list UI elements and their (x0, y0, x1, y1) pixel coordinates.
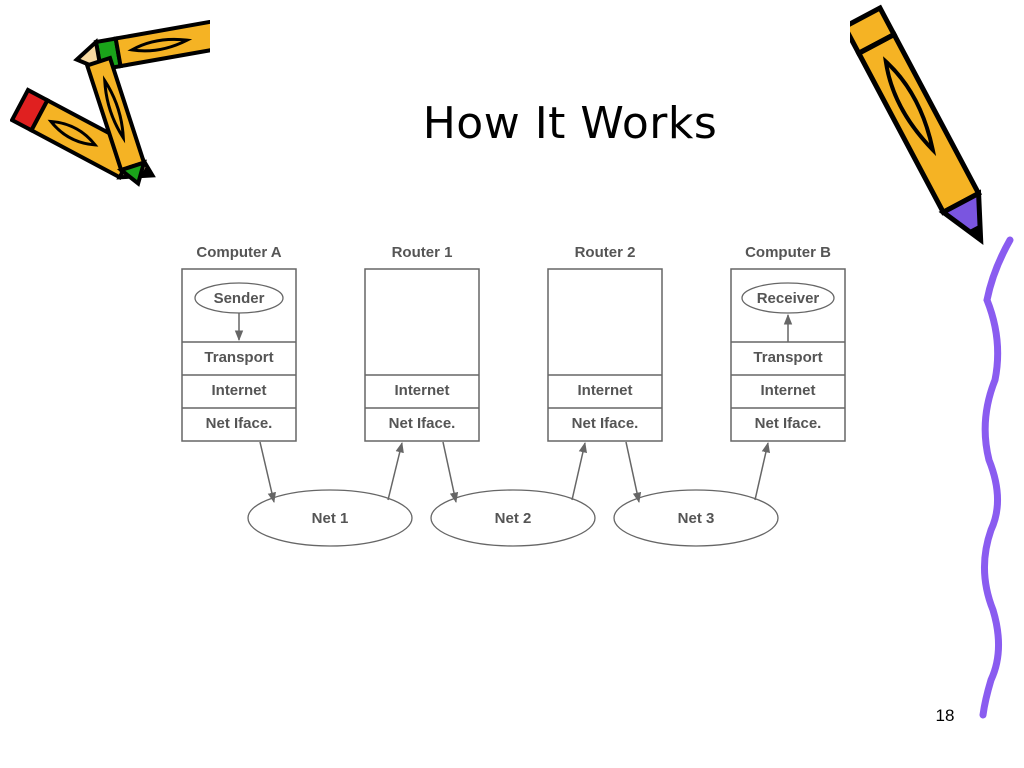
network-ellipse (613, 489, 779, 547)
network-net-3: Net 3 (613, 489, 779, 547)
crossed-pencils-icon (10, 20, 210, 187)
layer-label: Net Iface. (755, 415, 822, 432)
node-computer-a: Computer A Sender Transport Internet Net… (181, 244, 297, 442)
node-title: Router 1 (392, 244, 453, 261)
app-label: Receiver (757, 290, 820, 307)
app-label: Sender (214, 290, 265, 307)
pencil-icon (850, 4, 984, 246)
link-arrow (259, 441, 276, 504)
layer-label: Transport (753, 349, 822, 366)
layer-label: Internet (760, 382, 815, 399)
node-computer-b: Computer B Receiver Transport Internet N… (730, 244, 846, 442)
link-arrow (625, 441, 642, 504)
layer-label: Net Iface. (206, 415, 273, 432)
link-arrow (442, 441, 459, 504)
node-box (364, 268, 480, 442)
network-ellipse (247, 489, 413, 547)
layer-label: Internet (577, 382, 632, 399)
layer-label: Net Iface. (572, 415, 639, 432)
page-number: 18 (935, 706, 955, 725)
network-label: Net 2 (495, 510, 532, 527)
network-net-2: Net 2 (430, 489, 596, 547)
link-arrow (387, 441, 404, 501)
node-router-1: Router 1 Internet Net Iface. (364, 244, 480, 442)
layer-label: Internet (394, 382, 449, 399)
layer-label: Net Iface. (389, 415, 456, 432)
node-router-2: Router 2 Internet Net Iface. (547, 244, 663, 442)
app-ellipse (741, 282, 835, 314)
link-arrow (571, 441, 587, 501)
node-title: Router 2 (575, 244, 636, 261)
slide-title: How It Works (422, 98, 718, 149)
link-arrow (754, 441, 770, 501)
layer-label: Transport (204, 349, 273, 366)
node-box (547, 268, 663, 442)
layer-label: Internet (211, 382, 266, 399)
squiggle-line-icon (979, 236, 1014, 719)
node-title: Computer B (745, 244, 831, 261)
network-net-1: Net 1 (247, 489, 413, 547)
network-label: Net 3 (678, 510, 715, 527)
network-label: Net 1 (312, 510, 349, 527)
node-title: Computer A (196, 244, 281, 261)
network-ellipse (430, 489, 596, 547)
